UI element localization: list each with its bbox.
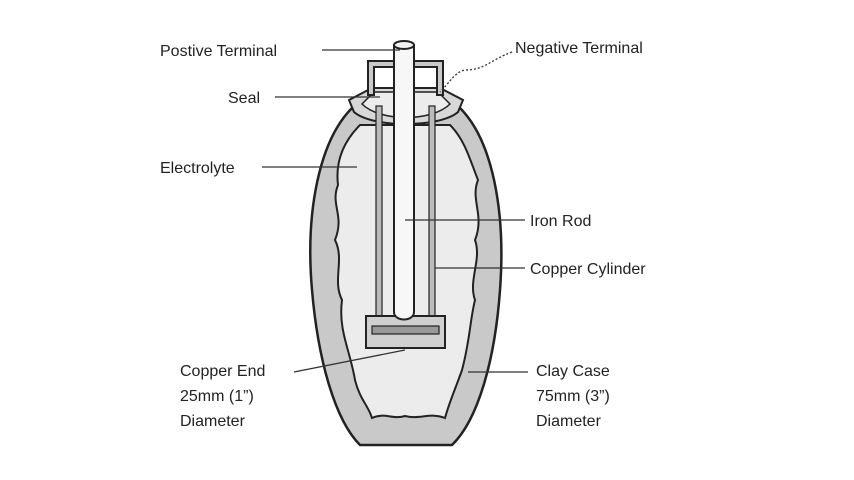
label-positive-terminal: Postive Terminal	[160, 43, 277, 60]
label-copper-end-2: 25mm (1”)	[180, 388, 254, 405]
label-seal: Seal	[228, 90, 260, 107]
label-clay-case-2: 75mm (3”)	[536, 388, 610, 405]
label-copper-cylinder: Copper Cylinder	[530, 261, 646, 278]
label-iron-rod: Iron Rod	[530, 213, 591, 230]
label-clay-case-1: Clay Case	[536, 363, 610, 380]
copper-cylinder	[375, 105, 383, 327]
iron-rod	[393, 45, 415, 321]
label-clay-case-3: Diameter	[536, 413, 602, 430]
label-copper-end-3: Diameter	[180, 413, 246, 430]
label-electrolyte: Electrolyte	[160, 160, 235, 177]
label-copper-end-1: Copper End	[180, 363, 265, 380]
label-negative-terminal: Negative Terminal	[515, 40, 643, 57]
